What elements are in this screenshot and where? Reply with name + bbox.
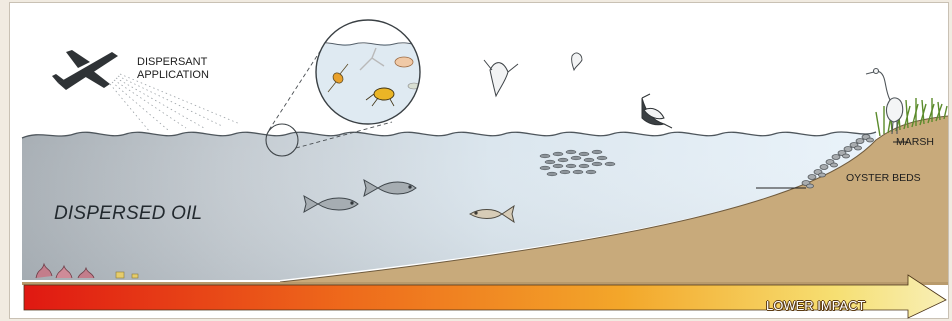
gull-icon <box>642 94 672 128</box>
lower-impact-label: LOWER IMPACT <box>766 298 865 313</box>
airplane-icon <box>52 50 118 90</box>
gull-icon <box>572 53 582 70</box>
marsh-label: MARSH <box>896 136 934 149</box>
dispersant-spray <box>110 74 240 132</box>
gull-icon <box>484 60 518 96</box>
dispersant-application-label: DISPERSANT APPLICATION <box>137 56 247 82</box>
seabed-base <box>22 282 948 285</box>
oyster-beds-label: OYSTER BEDS <box>846 172 921 185</box>
dispersed-oil-label: DISPERSED OIL <box>54 203 202 225</box>
magnified-view <box>310 20 430 134</box>
